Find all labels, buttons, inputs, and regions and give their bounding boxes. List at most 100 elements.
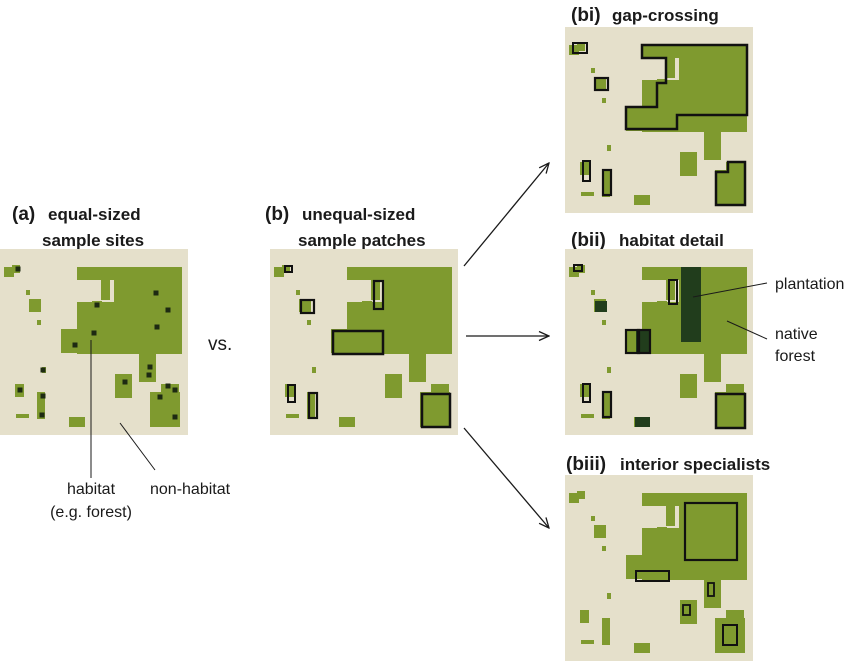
native-forest-label-line1: native [775,326,818,343]
habitat-patch [602,320,606,325]
habitat-patch [680,600,697,624]
panel-bi-title: gap-crossing [612,6,719,25]
sample-site-marker [72,342,78,348]
habitat-patch [286,414,299,418]
plantation-label: plantation [775,276,844,293]
sample-site-marker [172,387,178,393]
habitat-patch [339,417,355,427]
habitat-patch [602,170,610,197]
sample-site-marker [17,387,23,393]
sampled-patch-outline [307,391,319,420]
habitat-patch [715,618,745,653]
habitat-patch [602,392,610,419]
arrow-to-biii [463,427,549,528]
sample-site-marker [165,383,171,389]
sample-site-marker [40,367,46,373]
sampled-patch-outline [331,329,385,356]
native-forest-label-line2: forest [775,348,816,365]
habitat-patch [420,392,450,427]
habitat-patch [681,267,701,342]
panel-bi-letter: (bi) [571,5,601,26]
habitat-patch [726,384,744,393]
habitat-patch [150,392,180,427]
panel-bi-landscape [565,27,753,213]
gap-crossing-outline [714,160,747,207]
habitat-patch [296,290,300,295]
habitat-patch [101,280,110,300]
habitat-patch [602,618,610,645]
habitat-patch [347,267,452,280]
non-habitat-leader-line [119,422,156,471]
panel-b-letter: (b) [265,204,289,225]
panel-a-title-line2: sample sites [42,231,144,250]
sample-site-marker [122,379,128,385]
habitat-patch [666,280,675,300]
habitat-patch [635,417,650,427]
sample-site-marker [154,324,160,330]
sampled-patch-outline [572,42,588,54]
panel-bii-landscape [565,249,753,435]
habitat-patch [715,170,745,205]
versus-label: vs. [208,334,232,355]
habitat-patch [607,367,611,373]
panel-a-title-line1: equal-sized [48,205,141,224]
habitat-patch [715,392,745,427]
habitat-patch [431,384,449,393]
sampled-patch-outline [582,383,591,403]
habitat-patch [591,516,595,521]
plantation-leader-line [692,282,768,298]
habitat-patch [726,610,744,619]
sampled-patch-outline [668,279,678,305]
habitat-patch [666,58,675,78]
habitat-patch [580,384,589,397]
habitat-patch [607,593,611,599]
panel-biii-landscape [565,475,753,661]
habitat-patch [569,493,579,503]
panel-biii-letter: (biii) [566,454,606,475]
habitat-patch [69,417,85,427]
habitat-patch [577,43,585,51]
habitat-patch [285,384,294,397]
sampled-patch-outline [287,384,296,403]
habitat-patch [626,329,677,353]
habitat-patch [626,107,677,131]
sampled-patch-outline [601,168,613,197]
habitat-patch [704,575,721,608]
habitat-patch [726,162,744,171]
sampled-patch-outline [683,501,739,562]
sampled-patch-outline [714,392,747,430]
habitat-patch [580,610,589,623]
sample-site-marker [146,372,152,378]
habitat-patch [4,267,14,277]
sampled-patch-outline [636,328,652,355]
panel-b-title-line2: sample patches [298,231,426,250]
habitat-patch [594,525,606,538]
habitat-label-line2: (e.g. forest) [50,504,132,521]
habitat-patch [595,301,607,312]
habitat-patch [61,329,112,353]
habitat-patch [37,392,45,419]
habitat-patch [307,392,315,419]
habitat-patch [634,195,650,205]
panel-a-landscape [0,249,188,435]
sampled-patch-outline [582,160,591,182]
habitat-patch [274,267,284,277]
habitat-patch [680,152,697,176]
habitat-patch [37,320,41,325]
habitat-patch [666,506,675,526]
sampled-patch-outline [284,265,293,273]
habitat-patch [29,299,41,312]
habitat-patch [591,290,595,295]
panel-biii-title: interior specialists [620,455,770,474]
habitat-patch [115,374,132,398]
habitat-patch [385,374,402,398]
habitat-patch [607,145,611,151]
panel-b-landscape [270,249,458,435]
habitat-patch [657,301,667,308]
panel-b-title-line1: unequal-sized [302,205,415,224]
habitat-patch [680,374,697,398]
habitat-patch [371,280,380,300]
sampled-patch-outline [707,582,715,597]
sampled-patch-outline [573,264,583,272]
